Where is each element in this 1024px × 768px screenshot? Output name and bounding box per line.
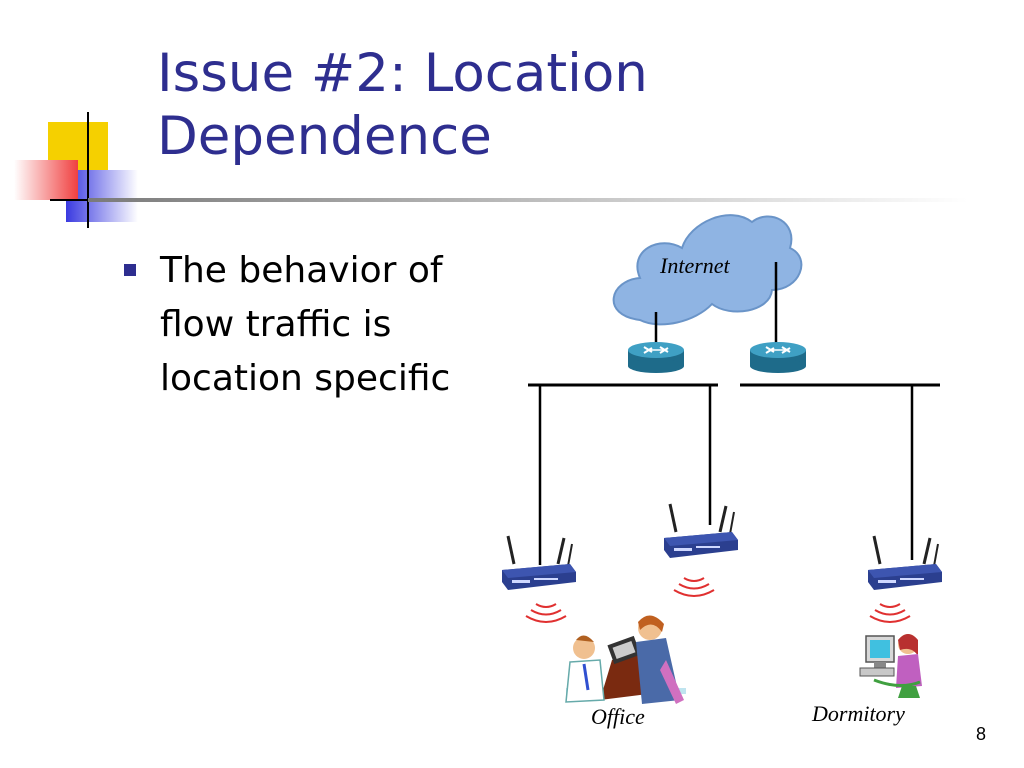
router-left-icon: [627, 341, 685, 374]
signal-waves-1-icon: [525, 603, 567, 623]
dormitory-label: Dormitory: [811, 701, 905, 726]
bullet-text: The behavior of flow traffic is location…: [160, 250, 451, 399]
title-line-1: Issue #2: Location: [157, 43, 648, 104]
slide-title: Issue #2: Location Dependence: [157, 42, 648, 168]
access-point-2-icon: [662, 502, 740, 560]
router-right-icon: [749, 341, 807, 374]
deco-red-square: [14, 160, 78, 200]
page-number: 8: [976, 724, 987, 744]
bullet-square-icon: [124, 264, 136, 276]
title-line-2: Dependence: [157, 106, 492, 167]
title-rule: [88, 198, 968, 202]
access-point-3-icon: [866, 534, 944, 592]
signal-waves-2-icon: [673, 577, 715, 597]
dorm-student-icon: [859, 634, 922, 698]
signal-waves-3-icon: [869, 603, 911, 623]
office-label: Office: [591, 704, 645, 729]
internet-cloud-icon: [612, 214, 803, 326]
office-workers-icon: [565, 615, 686, 704]
internet-label: Internet: [659, 253, 731, 278]
